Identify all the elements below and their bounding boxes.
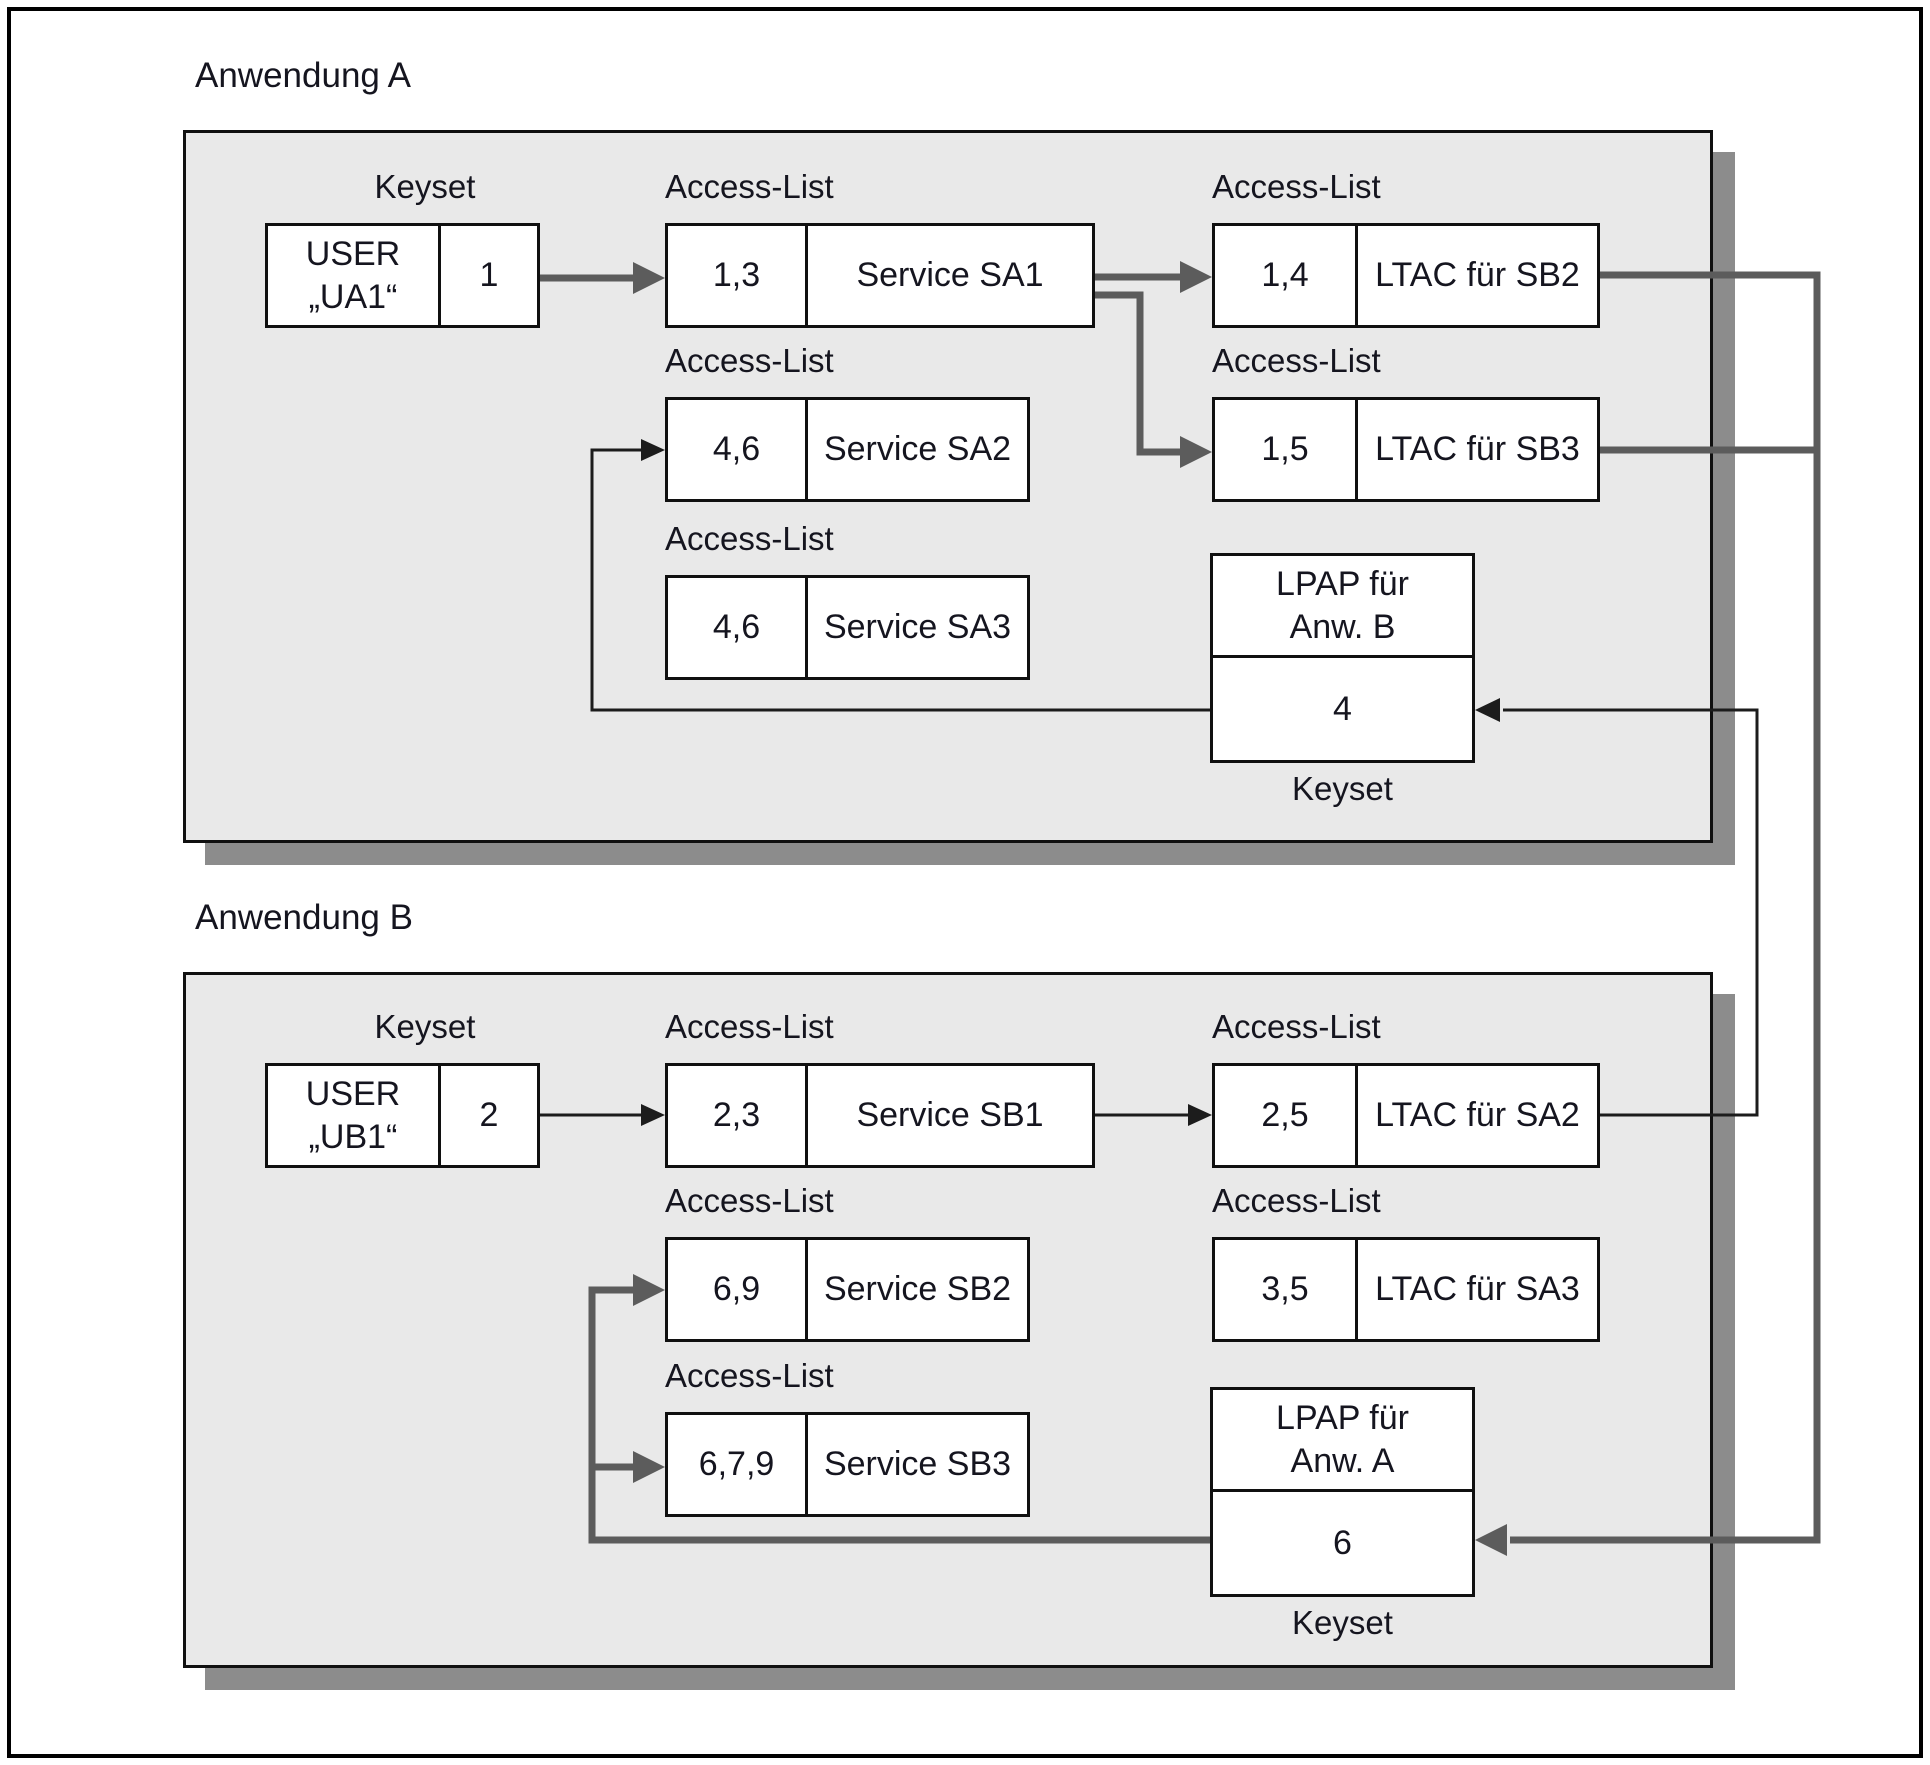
app-b-user-name: USER„UB1“	[305, 1075, 401, 1156]
app-a-accesslist-heading-ltac-sb3: Access-List	[1212, 342, 1381, 379]
app-b-service-sb2-label: Service SB2	[805, 1240, 1027, 1339]
app-a-service-sa3-label: Service SA3	[805, 578, 1027, 677]
app-b-ltac-sa3-keys: 3,5	[1261, 1270, 1309, 1309]
app-a-service-sa2-box: 4,6 Service SA2	[665, 397, 1030, 502]
app-b-user-keyset-value: 2	[438, 1066, 537, 1165]
app-b-user-keyset-label: Keyset	[374, 1008, 476, 1045]
app-b-service-sb3-box: 6,7,9 Service SB3	[665, 1412, 1030, 1517]
app-a-accesslist-heading-sa3: Access-List	[665, 520, 834, 557]
app-b-service-sb3-keys: 6,7,9	[698, 1445, 775, 1484]
app-a-ltac-sb2-keys: 1,4	[1261, 256, 1309, 295]
app-a-lpap-keyset-label: Keyset	[1292, 770, 1393, 807]
app-a-service-sa2-keys: 4,6	[712, 430, 761, 469]
app-a-lpap-keyset-value: 4	[1213, 655, 1472, 760]
app-a-accesslist-heading-sa1: Access-List	[665, 168, 834, 205]
app-a-service-sa1-label: Service SA1	[805, 226, 1092, 325]
app-a-ltac-sb2-label: LTAC für SB2	[1355, 226, 1597, 325]
app-a-title: Anwendung A	[195, 56, 412, 95]
app-b-service-sb2-box: 6,9 Service SB2	[665, 1237, 1030, 1342]
app-a-user-box: USER„UA1“ 1	[265, 223, 540, 328]
app-b-accesslist-heading-ltac-sa2: Access-List	[1212, 1008, 1381, 1045]
app-a-user-name: USER„UA1“	[305, 235, 401, 316]
app-b-user-box: USER„UB1“ 2	[265, 1063, 540, 1168]
app-b-lpap-keyset-label: Keyset	[1292, 1604, 1393, 1641]
app-a-user-keyset-value: 1	[438, 226, 537, 325]
app-a-user-keyset-label: Keyset	[374, 168, 476, 205]
app-a-service-sa3-box: 4,6 Service SA3	[665, 575, 1030, 680]
app-a-ltac-sb2-box: 1,4 LTAC für SB2	[1212, 223, 1600, 328]
app-b-accesslist-heading-sb3: Access-List	[665, 1357, 834, 1394]
app-b-accesslist-heading-sb2: Access-List	[665, 1182, 834, 1219]
app-a-ltac-sb3-label: LTAC für SB3	[1355, 400, 1597, 499]
app-a-service-sa3-keys: 4,6	[712, 608, 761, 647]
app-b-accesslist-heading-sb1: Access-List	[665, 1008, 834, 1045]
app-b-ltac-sa2-box: 2,5 LTAC für SA2	[1212, 1063, 1600, 1168]
app-b-service-sb2-keys: 6,9	[712, 1270, 761, 1309]
app-b-service-sb3-label: Service SB3	[805, 1415, 1027, 1514]
app-b-ltac-sa2-keys: 2,5	[1261, 1096, 1309, 1135]
outer-frame	[7, 7, 1923, 1758]
app-a-ltac-sb3-keys: 1,5	[1261, 430, 1309, 469]
app-b-ltac-sa2-label: LTAC für SA2	[1355, 1066, 1597, 1165]
app-b-lpap-keyset-value: 6	[1213, 1489, 1472, 1594]
app-b-ltac-sa3-label: LTAC für SA3	[1355, 1240, 1597, 1339]
app-a-service-sa1-box: 1,3 Service SA1	[665, 223, 1095, 328]
app-a-accesslist-heading-sa2: Access-List	[665, 342, 834, 379]
app-a-accesslist-heading-ltac-sb2: Access-List	[1212, 168, 1381, 205]
app-a-ltac-sb3-box: 1,5 LTAC für SB3	[1212, 397, 1600, 502]
app-b-ltac-sa3-box: 3,5 LTAC für SA3	[1212, 1237, 1600, 1342]
app-b-service-sb1-box: 2,3 Service SB1	[665, 1063, 1095, 1168]
app-b-service-sb1-label: Service SB1	[805, 1066, 1092, 1165]
app-b-service-sb1-keys: 2,3	[712, 1096, 761, 1135]
app-b-accesslist-heading-ltac-sa3: Access-List	[1212, 1182, 1381, 1219]
app-b-title: Anwendung B	[195, 898, 413, 937]
app-a-service-sa2-label: Service SA2	[805, 400, 1027, 499]
app-a-service-sa1-keys: 1,3	[712, 256, 761, 295]
